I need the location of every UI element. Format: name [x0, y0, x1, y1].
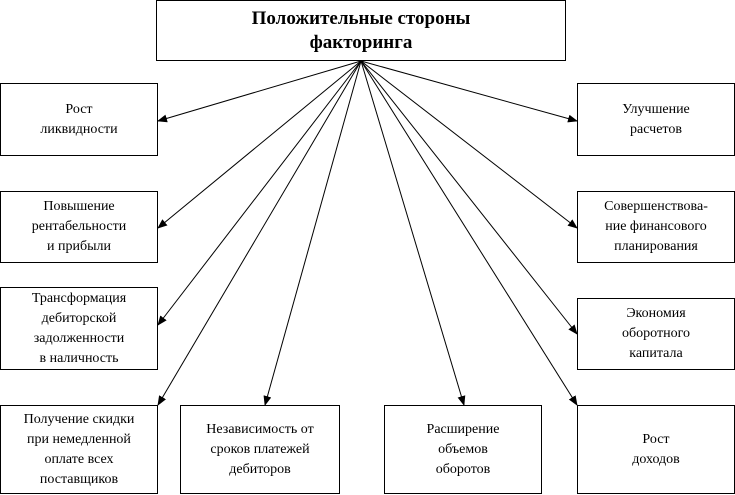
arrow-to-planning — [360, 60, 578, 229]
arrow-to-transformation — [157, 60, 362, 326]
discount-box: Получение скидки при немедленной оплате … — [0, 405, 158, 494]
arrow-to-profitability — [157, 60, 362, 229]
arrow-to-independence — [263, 60, 362, 406]
profitability-box: Повышение рентабельности и прибыли — [0, 191, 158, 263]
independence-box: Независимость от сроков платежей дебитор… — [180, 405, 340, 494]
capital-box: Экономия оборотного капитала — [577, 298, 735, 370]
arrow-to-income — [360, 60, 578, 406]
liquidity-box: Рост ликвидности — [0, 83, 158, 156]
transformation-box: Трансформация дебиторской задолженности … — [0, 287, 158, 370]
arrow-to-expansion — [360, 60, 466, 406]
arrow-to-settlements — [360, 60, 578, 123]
income-box: Рост доходов — [577, 405, 735, 494]
title-box: Положительные стороны факторинга — [156, 0, 566, 61]
arrow-to-liquidity — [157, 60, 362, 123]
planning-box: Совершенствова- ние финансового планиров… — [577, 191, 735, 263]
settlements-box: Улучшение расчетов — [577, 83, 735, 156]
arrow-to-capital — [360, 60, 578, 335]
expansion-box: Расширение объемов оборотов — [384, 405, 542, 494]
arrow-to-discount — [157, 60, 362, 406]
